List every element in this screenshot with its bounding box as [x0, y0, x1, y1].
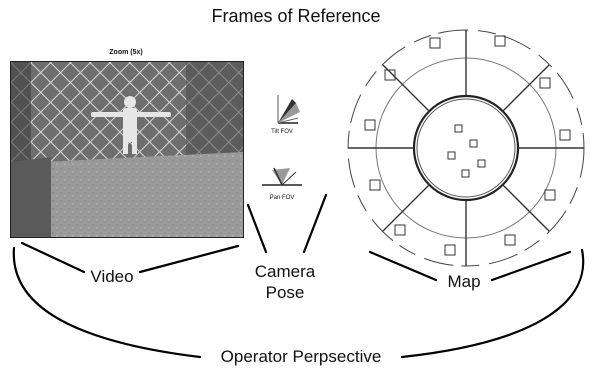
tilt-fov-label: Tilt FOV	[271, 129, 293, 135]
map-left-line	[368, 250, 438, 282]
video-right-line	[138, 244, 240, 274]
operator-right-arc	[400, 248, 585, 359]
camera-pose-label-line1: Camera	[254, 262, 316, 281]
diagram-title: Frames of Reference	[211, 6, 381, 26]
video-zoom-caption: Zoom (5x)	[109, 49, 143, 56]
pan-fov-label: Pan FOV	[269, 195, 295, 201]
pose-right-line	[302, 193, 328, 254]
camera-pose-label-line2: Pose	[265, 283, 305, 302]
operator-left-arc	[12, 246, 202, 359]
map-right-line	[490, 250, 572, 282]
video-label: Video	[90, 267, 134, 286]
tilt-fov-icon	[277, 95, 300, 124]
video-scene	[11, 62, 243, 237]
map-label: Map	[447, 272, 481, 291]
video-left-line	[20, 241, 86, 274]
pose-left-line	[246, 203, 268, 254]
pan-fov-icon	[262, 167, 302, 186]
operator-perspective-label: Operator Perpsective	[220, 347, 382, 366]
person-figure	[91, 96, 171, 154]
video-frame	[10, 61, 244, 238]
